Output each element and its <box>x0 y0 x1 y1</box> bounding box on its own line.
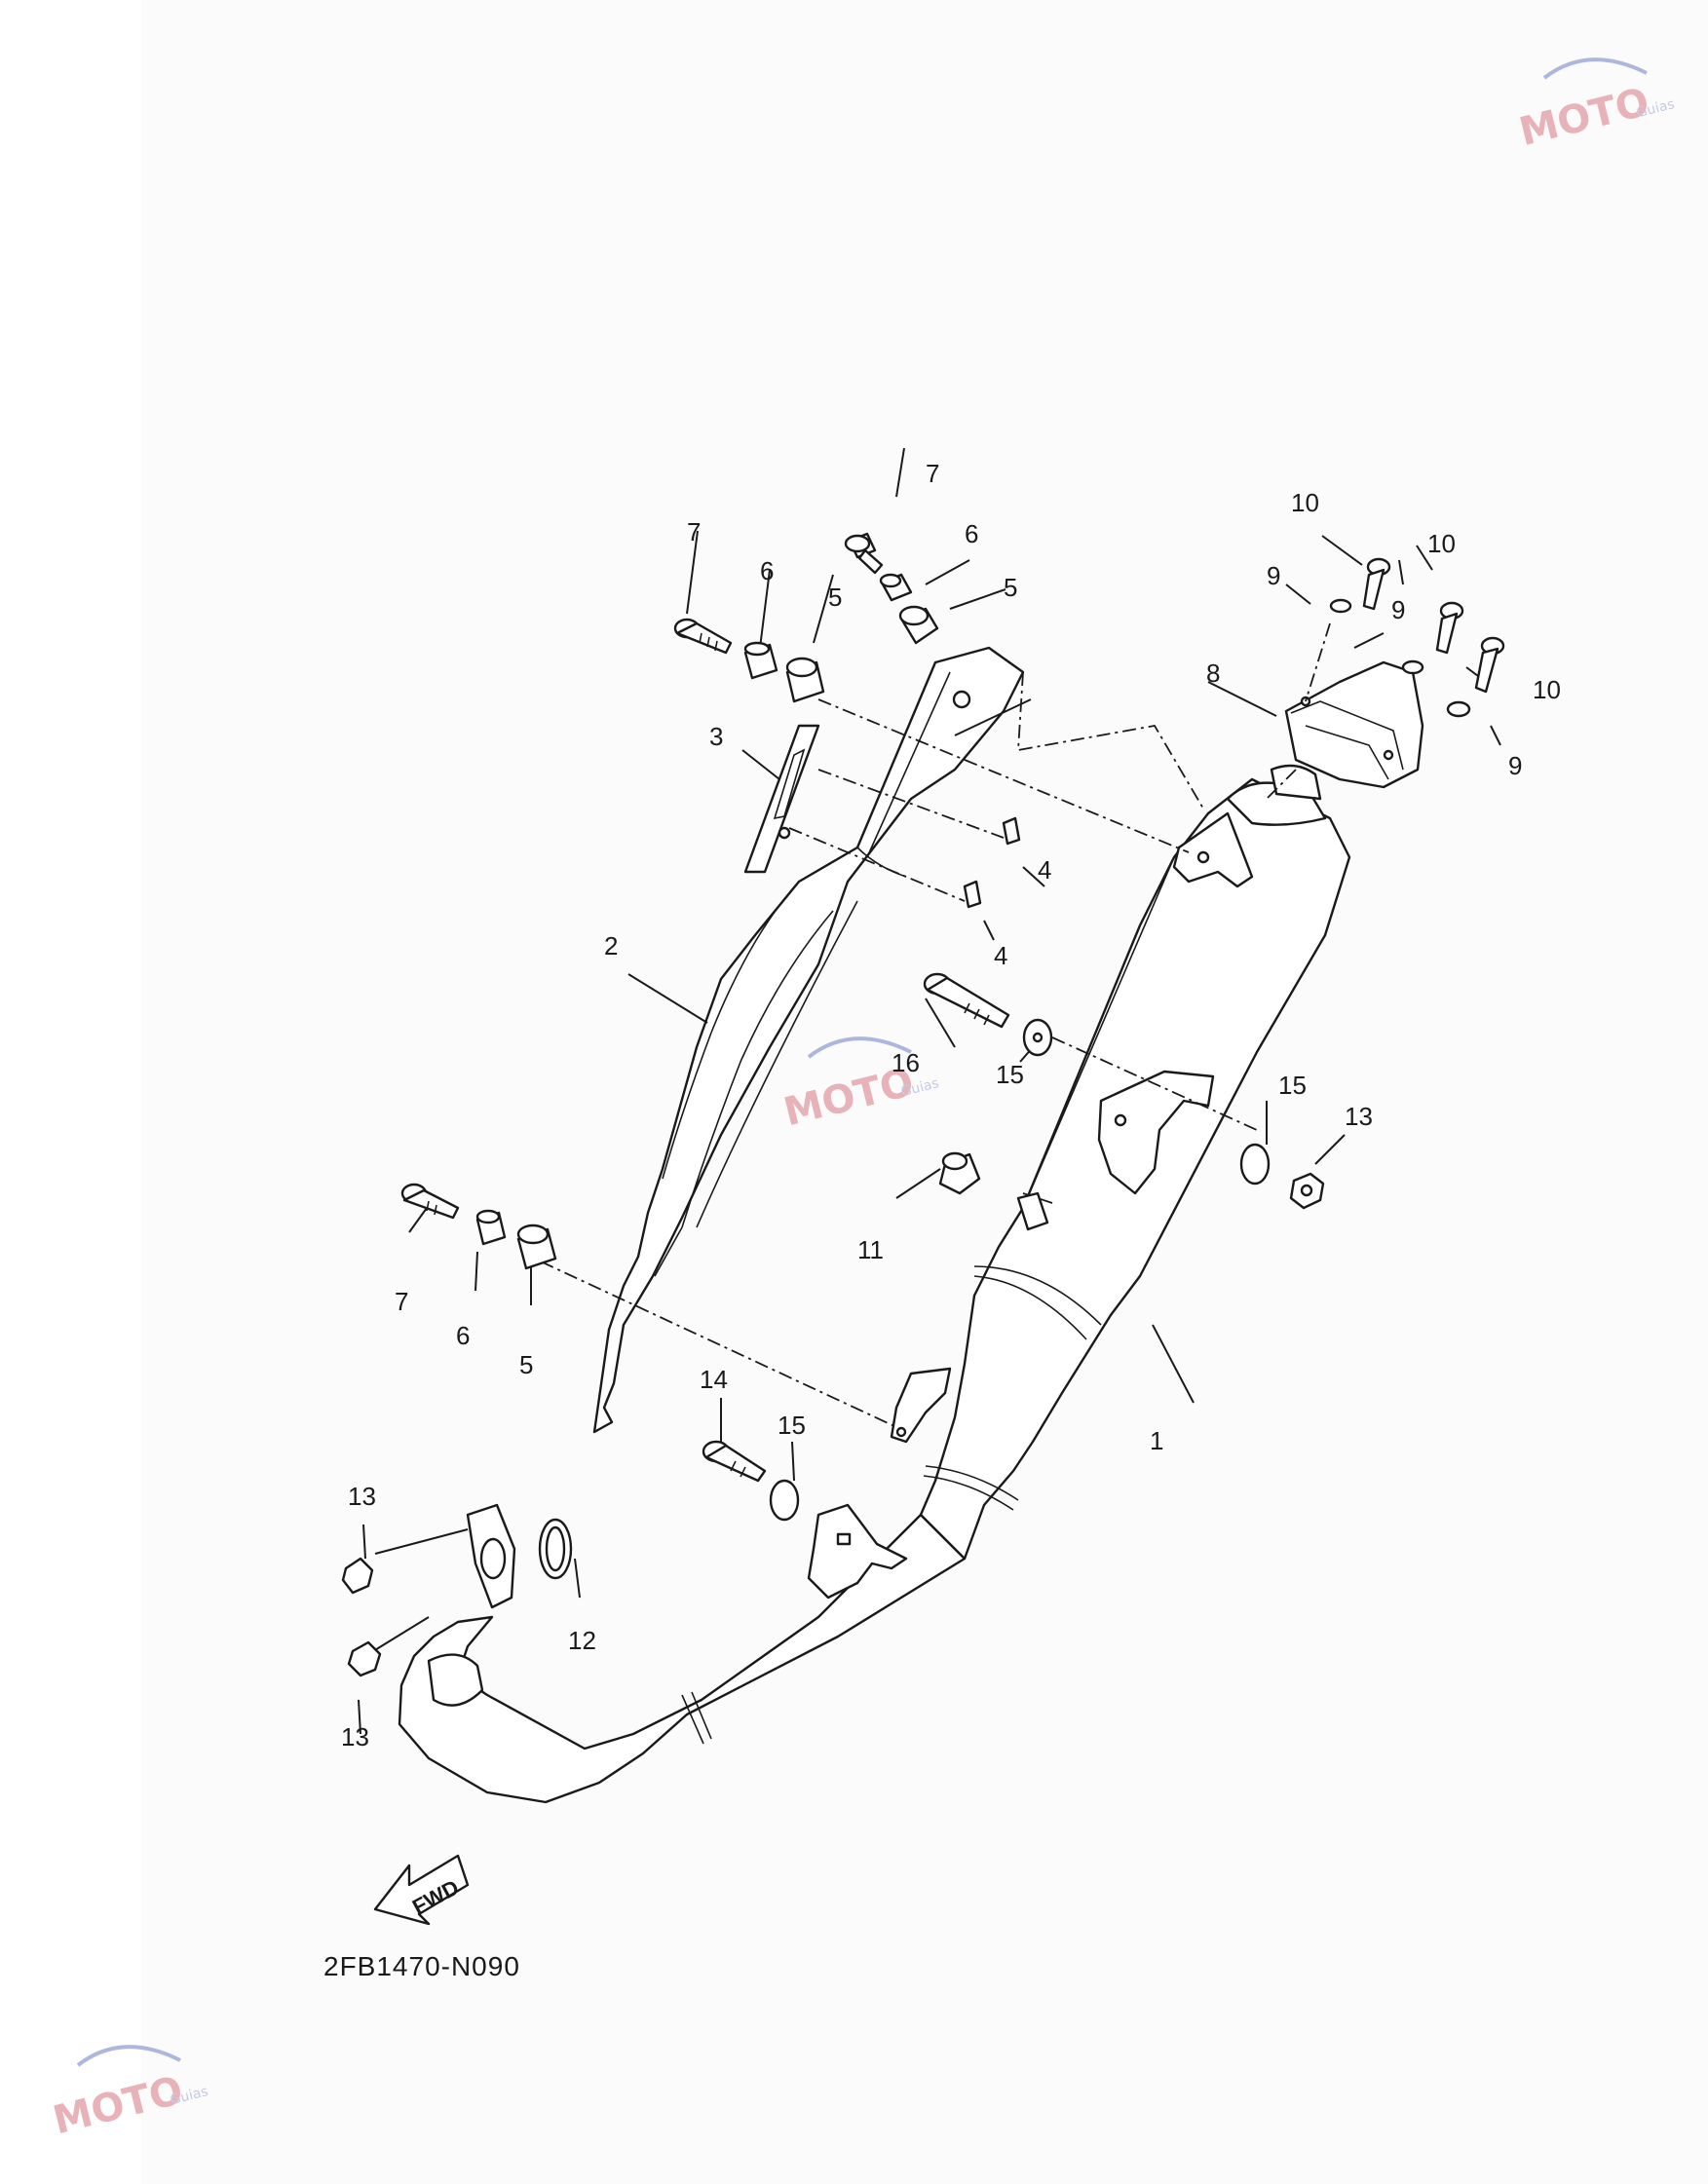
callout-10-right: 10 <box>1533 675 1561 704</box>
callout-5-left: 5 <box>828 583 842 612</box>
muffler-end-cap <box>1284 660 1424 789</box>
callout-10-top: 10 <box>1291 488 1319 517</box>
callout-7-top: 7 <box>926 459 939 488</box>
grommet-5-top <box>898 605 939 645</box>
bolt-16 <box>923 972 1010 1029</box>
muffler-side-bracket <box>1097 1070 1215 1195</box>
bolt-7-lower <box>400 1183 460 1220</box>
exhaust-header-pipe <box>398 1513 967 1804</box>
leader-lines <box>358 447 1501 1735</box>
callout-15-middle: 15 <box>996 1060 1024 1089</box>
fwd-direction-arrow: FWD <box>373 1854 470 1926</box>
muffler-lower-hanger <box>890 1367 952 1444</box>
callout-6-top: 6 <box>965 519 978 548</box>
callout-3: 3 <box>709 722 723 751</box>
washer-15-lower <box>769 1479 800 1522</box>
muffler-top-bracket <box>1172 811 1254 888</box>
diagram-code: 2FB1470-N090 <box>323 1951 520 1981</box>
callout-8: 8 <box>1206 659 1220 688</box>
callout-7-left: 7 <box>687 517 701 546</box>
watermark-logo-bottom: MOTO Guias <box>49 2045 209 2143</box>
washer-9-right <box>1446 700 1471 718</box>
bolt-10-right <box>1474 636 1505 694</box>
callout-14: 14 <box>700 1365 728 1394</box>
callout-13-lower-left: 13 <box>341 1722 369 1751</box>
exhaust-flange <box>466 1503 516 1609</box>
callout-4-lower: 4 <box>994 941 1007 970</box>
clip-4-lower <box>963 880 982 909</box>
page-background <box>141 0 1708 2184</box>
fastener-parts <box>341 532 1505 1677</box>
collar-6-left <box>743 641 778 680</box>
callout-10-middle: 10 <box>1427 529 1456 558</box>
callout-4-upper: 4 <box>1038 855 1051 885</box>
collar-6-lower <box>475 1209 507 1246</box>
heat-shield <box>592 646 1025 1434</box>
svg-text:MOTO: MOTO <box>49 2068 187 2143</box>
callout-9-top: 9 <box>1267 561 1280 590</box>
heat-shield-plate <box>743 724 820 874</box>
nut-13-upper-left <box>341 1557 374 1595</box>
svg-text:MOTO: MOTO <box>1515 80 1653 155</box>
grommet-5-lower <box>516 1224 557 1270</box>
nut-13-right <box>1289 1172 1325 1210</box>
grommet-5-left <box>785 657 825 703</box>
watermark-logo-top: MOTO Guias <box>1515 57 1676 155</box>
callout-1: 1 <box>1150 1426 1163 1455</box>
washer-9-top <box>1329 598 1352 614</box>
bolt-7-left <box>673 618 733 655</box>
callout-labels: 1 2 3 4 4 5 5 5 6 6 6 7 7 7 8 9 9 9 10 1… <box>341 459 1561 1751</box>
callout-13-right: 13 <box>1345 1102 1373 1131</box>
callout-6-lower: 6 <box>456 1321 470 1350</box>
washer-15-right <box>1239 1143 1271 1186</box>
callout-5-top: 5 <box>1004 573 1017 602</box>
clip-11-nut <box>1016 1191 1049 1231</box>
bolt-14 <box>702 1440 767 1483</box>
callout-11: 11 <box>857 1235 884 1264</box>
nut-13-lower-left <box>347 1640 382 1677</box>
damper-11 <box>938 1151 981 1195</box>
bolt-10-top <box>1362 557 1391 611</box>
callout-5-lower: 5 <box>519 1350 533 1379</box>
bolt-10-middle <box>1435 601 1464 655</box>
exhaust-gasket <box>538 1518 573 1580</box>
pipe-mount-bracket <box>807 1503 908 1600</box>
collar-6-top <box>879 573 913 602</box>
callout-12: 12 <box>568 1626 596 1655</box>
callout-15-lower: 15 <box>778 1411 806 1440</box>
callout-15-right: 15 <box>1278 1071 1307 1100</box>
callout-16: 16 <box>892 1048 920 1077</box>
callout-2: 2 <box>604 931 618 960</box>
callout-9-right: 9 <box>1508 751 1522 780</box>
clip-4-upper <box>1002 816 1021 846</box>
callout-7-lower: 7 <box>395 1287 408 1316</box>
bolt-7-top <box>844 532 884 575</box>
callout-6-left: 6 <box>760 556 774 585</box>
washer-9-middle <box>1401 659 1424 675</box>
callout-13-upper-left: 13 <box>348 1482 376 1511</box>
callout-9-middle: 9 <box>1391 595 1405 624</box>
